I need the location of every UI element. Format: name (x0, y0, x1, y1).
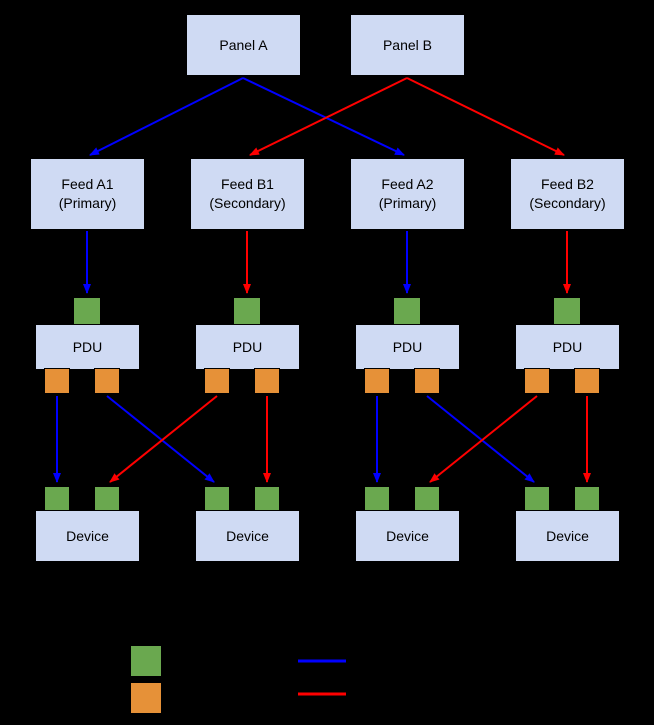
panel-b-node: Panel B (350, 14, 465, 76)
feed-a2-role: (Primary) (378, 195, 437, 211)
pdu-4-output-port-right (574, 368, 600, 394)
pdu-3-label: PDU (392, 338, 423, 355)
feed-b2-role: (Secondary) (529, 195, 606, 211)
pdu-1-input-port (73, 297, 101, 325)
feed-a1-role: (Primary) (58, 195, 117, 211)
pdu-1-output-port-right (94, 368, 120, 394)
device-3-label: Device (386, 527, 429, 544)
device-2-input-port-right (254, 486, 280, 512)
device-3-input-port-right (414, 486, 440, 512)
pdu-2-left-to-device-1-arrow (109, 395, 218, 483)
device-4-label: Device (546, 527, 589, 544)
pdu-2-output-port-right (254, 368, 280, 394)
device-1-input-port-left (44, 486, 70, 512)
panel-b-to-feed-b2-arrow (406, 77, 565, 156)
pdu-3-right-to-device-4-arrow (426, 395, 535, 483)
pdu-3-input-port (393, 297, 421, 325)
device-3-input-port-left (364, 486, 390, 512)
device-4-input-port-left (524, 486, 550, 512)
feed-b2-name: Feed B2 (541, 176, 594, 192)
panel-a-node: Panel A (186, 14, 301, 76)
legend-orange-port-swatch (130, 682, 162, 714)
device-4-input-port-right (574, 486, 600, 512)
panel-a-label: Panel A (219, 36, 268, 53)
device-1-input-port-right (94, 486, 120, 512)
panel-a-to-feed-a2-arrow (242, 77, 405, 156)
feed-a1-node: Feed A1 (Primary) (30, 158, 145, 230)
device-2-input-port-left (204, 486, 230, 512)
pdu-1-label: PDU (72, 338, 103, 355)
device-2-node: Device (195, 510, 300, 562)
feed-b1-name: Feed B1 (221, 176, 274, 192)
feed-a1-name: Feed A1 (61, 176, 114, 192)
feed-a2-name: Feed A2 (381, 176, 434, 192)
pdu-2-label: PDU (232, 338, 263, 355)
device-2-label: Device (226, 527, 269, 544)
pdu-3-node: PDU (355, 324, 460, 370)
feed-b1-node: Feed B1 (Secondary) (190, 158, 305, 230)
pdu-2-output-port-left (204, 368, 230, 394)
device-3-node: Device (355, 510, 460, 562)
device-1-node: Device (35, 510, 140, 562)
pdu-4-label: PDU (552, 338, 583, 355)
pdu-1-right-to-device-2-arrow (106, 395, 215, 483)
device-1-label: Device (66, 527, 109, 544)
pdu-4-input-port (553, 297, 581, 325)
pdu-4-left-to-device-3-arrow (429, 395, 538, 483)
pdu-3-output-port-right (414, 368, 440, 394)
pdu-4-node: PDU (515, 324, 620, 370)
feed-a2-node: Feed A2 (Primary) (350, 158, 465, 230)
feed-b2-node: Feed B2 (Secondary) (510, 158, 625, 230)
pdu-1-node: PDU (35, 324, 140, 370)
legend-green-port-swatch (130, 645, 162, 677)
device-4-node: Device (515, 510, 620, 562)
panel-b-to-feed-b1-arrow (249, 77, 408, 156)
pdu-1-output-port-left (44, 368, 70, 394)
pdu-2-input-port (233, 297, 261, 325)
pdu-4-output-port-left (524, 368, 550, 394)
pdu-2-node: PDU (195, 324, 300, 370)
pdu-3-output-port-left (364, 368, 390, 394)
panel-b-label: Panel B (382, 36, 433, 53)
feed-b1-role: (Secondary) (209, 195, 286, 211)
panel-a-to-feed-a1-arrow (89, 77, 244, 156)
